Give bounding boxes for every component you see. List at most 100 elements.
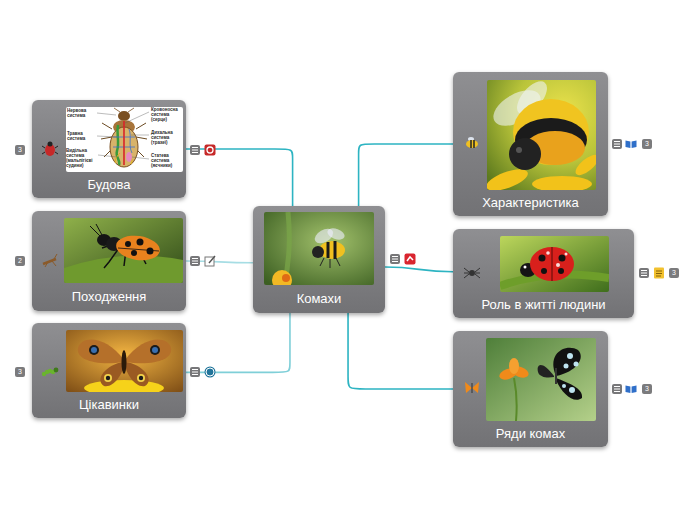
illustration-part bbox=[546, 251, 550, 255]
illustration-part bbox=[574, 362, 579, 367]
document-icon bbox=[654, 268, 664, 279]
illustration-part bbox=[539, 255, 546, 262]
photo bbox=[487, 80, 596, 190]
link-icon bbox=[205, 145, 216, 156]
illustration-part bbox=[465, 382, 479, 393]
illustration-part bbox=[282, 274, 290, 282]
wordpress-icon bbox=[205, 367, 216, 378]
branch-connector bbox=[186, 149, 293, 206]
illustration-part bbox=[118, 248, 159, 251]
illustration-part bbox=[555, 368, 557, 384]
illustration-part bbox=[206, 368, 214, 376]
topic-card: Цікавинки bbox=[32, 323, 186, 418]
topic-card: Походження bbox=[32, 211, 186, 311]
insect-icon bbox=[42, 142, 58, 157]
topic-title: Походження bbox=[72, 289, 147, 305]
count-badge: 3 bbox=[15, 145, 25, 155]
illustration-part bbox=[100, 362, 124, 386]
illustration-part bbox=[90, 224, 102, 236]
illustration-part bbox=[131, 250, 137, 256]
illustration-part bbox=[115, 233, 162, 263]
illustration-part bbox=[125, 362, 149, 386]
illustration-part bbox=[84, 380, 164, 392]
illustration-part bbox=[42, 146, 58, 154]
illustration-part bbox=[552, 247, 553, 281]
count-badge: 3 bbox=[15, 367, 25, 377]
photo bbox=[66, 107, 183, 172]
illustration-part bbox=[328, 241, 335, 259]
illustration-part bbox=[654, 268, 664, 279]
notes-icon bbox=[190, 256, 200, 266]
count-badge: 3 bbox=[669, 268, 679, 278]
illustration-part bbox=[78, 339, 124, 386]
illustration-part bbox=[91, 347, 97, 353]
illustration-part bbox=[78, 339, 124, 363]
illustration-part bbox=[407, 257, 413, 261]
topic-picture bbox=[453, 72, 608, 216]
illustration-part bbox=[126, 152, 132, 162]
branch-connector bbox=[385, 267, 453, 272]
illustration-part bbox=[114, 108, 134, 112]
topic-title: Цікавинки bbox=[79, 397, 139, 413]
illustration-part bbox=[538, 365, 554, 377]
notes-icon bbox=[612, 139, 622, 149]
illustration-part bbox=[64, 218, 183, 283]
illustration-part bbox=[139, 376, 143, 380]
illustration-part bbox=[150, 345, 160, 355]
illustration-part bbox=[89, 345, 99, 355]
illustration-part bbox=[66, 107, 183, 172]
notes-icon bbox=[190, 145, 200, 155]
photo bbox=[264, 212, 374, 285]
illustration-part bbox=[541, 268, 547, 274]
topic-card: Характеристика bbox=[453, 72, 608, 216]
topic-title: Будова bbox=[87, 177, 130, 193]
photo bbox=[500, 236, 609, 292]
topic-title: Роль в житті людини bbox=[481, 297, 605, 313]
illustration-part bbox=[567, 353, 573, 359]
count-badge: 3 bbox=[642, 384, 652, 394]
photo bbox=[66, 330, 183, 392]
illustration-part bbox=[106, 376, 110, 380]
illustration-part bbox=[205, 257, 214, 266]
notes-icon bbox=[639, 268, 649, 278]
count-badge: 3 bbox=[642, 139, 652, 149]
topic-title: Комахи bbox=[297, 291, 342, 307]
photo bbox=[64, 218, 183, 283]
insect-icon bbox=[42, 368, 59, 377]
illustration-part bbox=[466, 140, 478, 148]
notes-icon bbox=[190, 367, 200, 377]
illustration-part bbox=[104, 374, 112, 382]
illustration-part bbox=[54, 368, 59, 373]
illustration-part bbox=[471, 140, 474, 148]
illustration-part bbox=[320, 258, 340, 268]
illustration-part bbox=[117, 125, 120, 165]
topic-card: Будова bbox=[32, 100, 186, 198]
book-icon bbox=[626, 386, 637, 394]
topic-title: Ряди комах bbox=[496, 426, 565, 442]
topic-card: Роль в житті людини bbox=[453, 229, 634, 318]
illustration-part bbox=[553, 348, 580, 376]
illustration-part bbox=[152, 347, 158, 353]
illustration-part bbox=[559, 255, 566, 262]
illustration-part bbox=[469, 270, 475, 276]
branch-connector bbox=[348, 313, 453, 389]
illustration-part bbox=[207, 147, 213, 153]
notes-icon bbox=[612, 384, 622, 394]
illustration-part bbox=[530, 247, 574, 281]
illustration-part bbox=[205, 145, 216, 156]
illustration-part bbox=[118, 111, 130, 121]
illustration-part bbox=[48, 142, 53, 147]
illustration-part bbox=[326, 226, 346, 242]
illustration-part bbox=[514, 378, 517, 421]
notes-icon bbox=[390, 254, 400, 264]
illustration-part bbox=[486, 338, 596, 421]
illustration-part bbox=[656, 271, 662, 276]
topic-title: Характеристика bbox=[482, 195, 579, 211]
illustration-part bbox=[556, 263, 560, 267]
illustration-part bbox=[125, 339, 171, 363]
illustration-part bbox=[125, 339, 171, 386]
illustration-part bbox=[122, 350, 127, 374]
link-icon bbox=[405, 254, 416, 265]
insect-icon bbox=[464, 268, 480, 278]
